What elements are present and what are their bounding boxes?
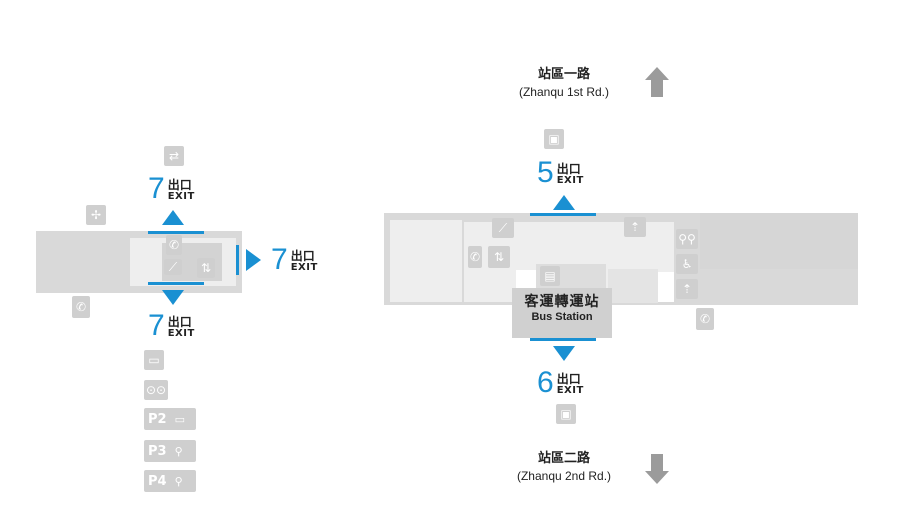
car-icon: ▭ (174, 412, 185, 426)
exit7-right-arrow (246, 249, 261, 271)
road-north-zh: 站區一路 (537, 67, 590, 82)
telephone-icon: ✆ (166, 235, 182, 255)
bicycle-icon: ⊙⊙ (144, 380, 168, 400)
exit-number: 7 (271, 243, 288, 276)
parking-p2: P2 ▭ (144, 408, 196, 430)
exit-number: 6 (537, 366, 554, 399)
escalator-icon: ⟋ (164, 259, 182, 275)
road-south: 站區二路 (Zhanqu 2nd Rd.) (484, 450, 644, 484)
restroom-icon: ⚲⚲ (676, 229, 698, 249)
bus-icon: ▣ (544, 129, 564, 149)
left-exit-bottom-bar (148, 282, 204, 285)
compass-icon: ✢ (86, 205, 106, 225)
telephone-icon: ✆ (696, 308, 714, 330)
bus-station-en: Bus Station (531, 311, 593, 323)
car-icon: ▭ (144, 350, 164, 370)
road-south-zh: 站區二路 (537, 451, 590, 466)
motorcycle-icon: ⚲ (174, 474, 183, 488)
parking-p3: P3 ⚲ (144, 440, 196, 462)
exit-en: EXIT (167, 191, 195, 202)
left-exit-right-bar (236, 245, 239, 275)
escalator-icon: ⟋ (492, 218, 514, 238)
bus-station-box[interactable]: 客運轉運站 Bus Station (512, 288, 612, 338)
exit-zh: 出口 (556, 162, 581, 176)
exit-number: 7 (148, 172, 165, 205)
left-exit-top-bar (148, 231, 204, 234)
parking-p4: P4 ⚲ (144, 470, 196, 492)
ticket-office-icon: ▤ (540, 266, 560, 286)
exit7-top-arrow (162, 210, 184, 225)
exit-number: 7 (148, 309, 165, 342)
right-east-room (608, 269, 658, 303)
right-west-room (390, 220, 462, 302)
parking-label: P4 (148, 473, 167, 489)
kiss-and-ride-icon: ⇄ (164, 146, 184, 166)
exit5-bar (530, 213, 596, 216)
wheelchair-icon: ♿ (676, 254, 698, 274)
accessible-elevator-icon: ⇡ (624, 217, 646, 237)
exit6-bar (530, 338, 596, 341)
exit6-arrow (553, 346, 575, 361)
exit7-bottom-arrow (162, 290, 184, 305)
parking-label: P3 (148, 443, 167, 459)
exit-zh: 出口 (167, 315, 192, 329)
exit-en: EXIT (167, 328, 195, 339)
road-north-en: (Zhanqu 1st Rd.) (518, 85, 610, 99)
exit-number: 5 (537, 156, 554, 189)
arrow-up-icon (645, 67, 669, 97)
road-north: 站區一路 (Zhanqu 1st Rd.) (484, 66, 644, 100)
exit-en: EXIT (290, 262, 318, 273)
right-east-wing (700, 213, 858, 269)
bus-station-zh: 客運轉運站 (524, 294, 600, 310)
motorcycle-icon: ⚲ (174, 444, 183, 458)
parking-label: P2 (148, 411, 167, 427)
telephone-icon: ✆ (72, 296, 90, 318)
elevator-icon: ⇅ (197, 258, 215, 278)
exit-zh: 出口 (556, 372, 581, 386)
exit-zh: 出口 (167, 178, 192, 192)
accessible-elevator-icon: ⇡ (676, 279, 698, 299)
elevator-icon: ⇅ (488, 246, 510, 268)
exit-en: EXIT (556, 385, 584, 396)
road-south-en: (Zhanqu 2nd Rd.) (516, 469, 612, 483)
exit-zh: 出口 (290, 249, 315, 263)
telephone-icon: ✆ (468, 246, 482, 268)
exit-en: EXIT (556, 175, 584, 186)
bus-icon: ▣ (556, 404, 576, 424)
right-corridor (658, 272, 674, 302)
arrow-down-icon (645, 454, 669, 484)
exit5-arrow (553, 195, 575, 210)
